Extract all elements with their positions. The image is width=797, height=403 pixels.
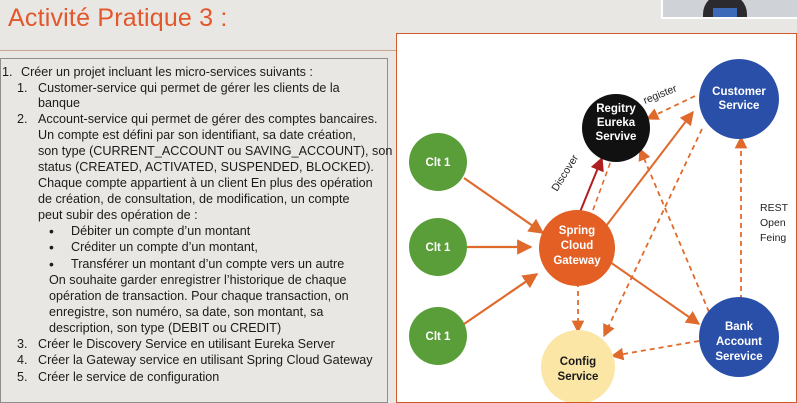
list-item: Créer la Gateway service en utilisant Sp… xyxy=(38,353,373,367)
list-number: 1. xyxy=(17,81,28,95)
list-item: banque xyxy=(38,96,81,110)
presenter-shirt xyxy=(713,8,737,17)
list-item: Transférer un montant d’un compte vers u… xyxy=(71,257,345,271)
list-number: 2. xyxy=(17,112,28,126)
edge-gateway-customer xyxy=(602,110,694,231)
edge-clt-gateway xyxy=(463,273,539,325)
slide-title: Activité Pratique 3 : xyxy=(8,4,228,32)
bullet-icon: • xyxy=(49,256,54,272)
edge-gateway-bank xyxy=(609,261,701,325)
edge-discover xyxy=(579,156,604,213)
list-item: Créer le service de configuration xyxy=(38,370,220,384)
label-register: register xyxy=(642,82,679,106)
list-item: Créer un projet incluant les micro-servi… xyxy=(21,65,313,79)
node-client-1: Clt 1 xyxy=(409,133,467,191)
svg-text:Clt 1: Clt 1 xyxy=(426,242,452,254)
list-item: peut subir des opération de : xyxy=(38,208,198,222)
list-number: 5. xyxy=(17,370,28,384)
list-item: opération de transaction. Pour chaque tr… xyxy=(49,289,349,303)
list-item: de création, de consultation, de modific… xyxy=(38,192,350,206)
list-item: Chaque compte appartient à un client En … xyxy=(38,176,373,190)
list-item: description, son type (DEBIT ou CREDIT) xyxy=(49,321,282,335)
bullet-icon: • xyxy=(49,223,54,239)
webcam-overlay xyxy=(661,0,797,19)
edge-gateway-registry xyxy=(592,157,613,211)
edge-bank-config xyxy=(610,340,700,361)
list-item: son type (CURRENT_ACCOUNT ou SAVING_ACCO… xyxy=(38,144,393,158)
list-item: Créditer un compte d’un montant, xyxy=(71,240,258,254)
svg-text:Clt 1: Clt 1 xyxy=(426,331,452,343)
list-item: Account-service qui permet de gérer des … xyxy=(38,112,378,126)
edge-clt-gateway xyxy=(463,177,545,234)
edge-bank-registry xyxy=(638,147,710,313)
instructions-panel: 1. Créer un projet incluant les micro-se… xyxy=(0,58,392,403)
list-number: 1. xyxy=(2,65,13,79)
list-item: status (CREATED, ACTIVATED, SUSPENDED, B… xyxy=(38,160,374,174)
list-item: Customer-service qui permet de gérer les… xyxy=(38,81,340,95)
list-item: enregistre, son numéro, sa date, son mon… xyxy=(49,305,324,319)
list-item: Un compte est défini par son identifiant… xyxy=(38,128,356,142)
edge-customer-config xyxy=(603,128,703,338)
list-number: 3. xyxy=(17,337,28,351)
node-client-2: Clt 1 xyxy=(409,218,467,276)
svg-text:Clt 1: Clt 1 xyxy=(426,157,452,169)
node-client-3: Clt 1 xyxy=(409,307,467,365)
bullet-icon: • xyxy=(49,239,54,255)
list-item: On souhaite garder enregistrer l’histori… xyxy=(49,273,347,287)
list-item: Débiter un compte d’un montant xyxy=(71,224,251,238)
list-number: 4. xyxy=(17,353,28,367)
list-item: Créer le Discovery Service en utilisant … xyxy=(38,337,335,351)
label-discover: Discover xyxy=(549,152,581,193)
